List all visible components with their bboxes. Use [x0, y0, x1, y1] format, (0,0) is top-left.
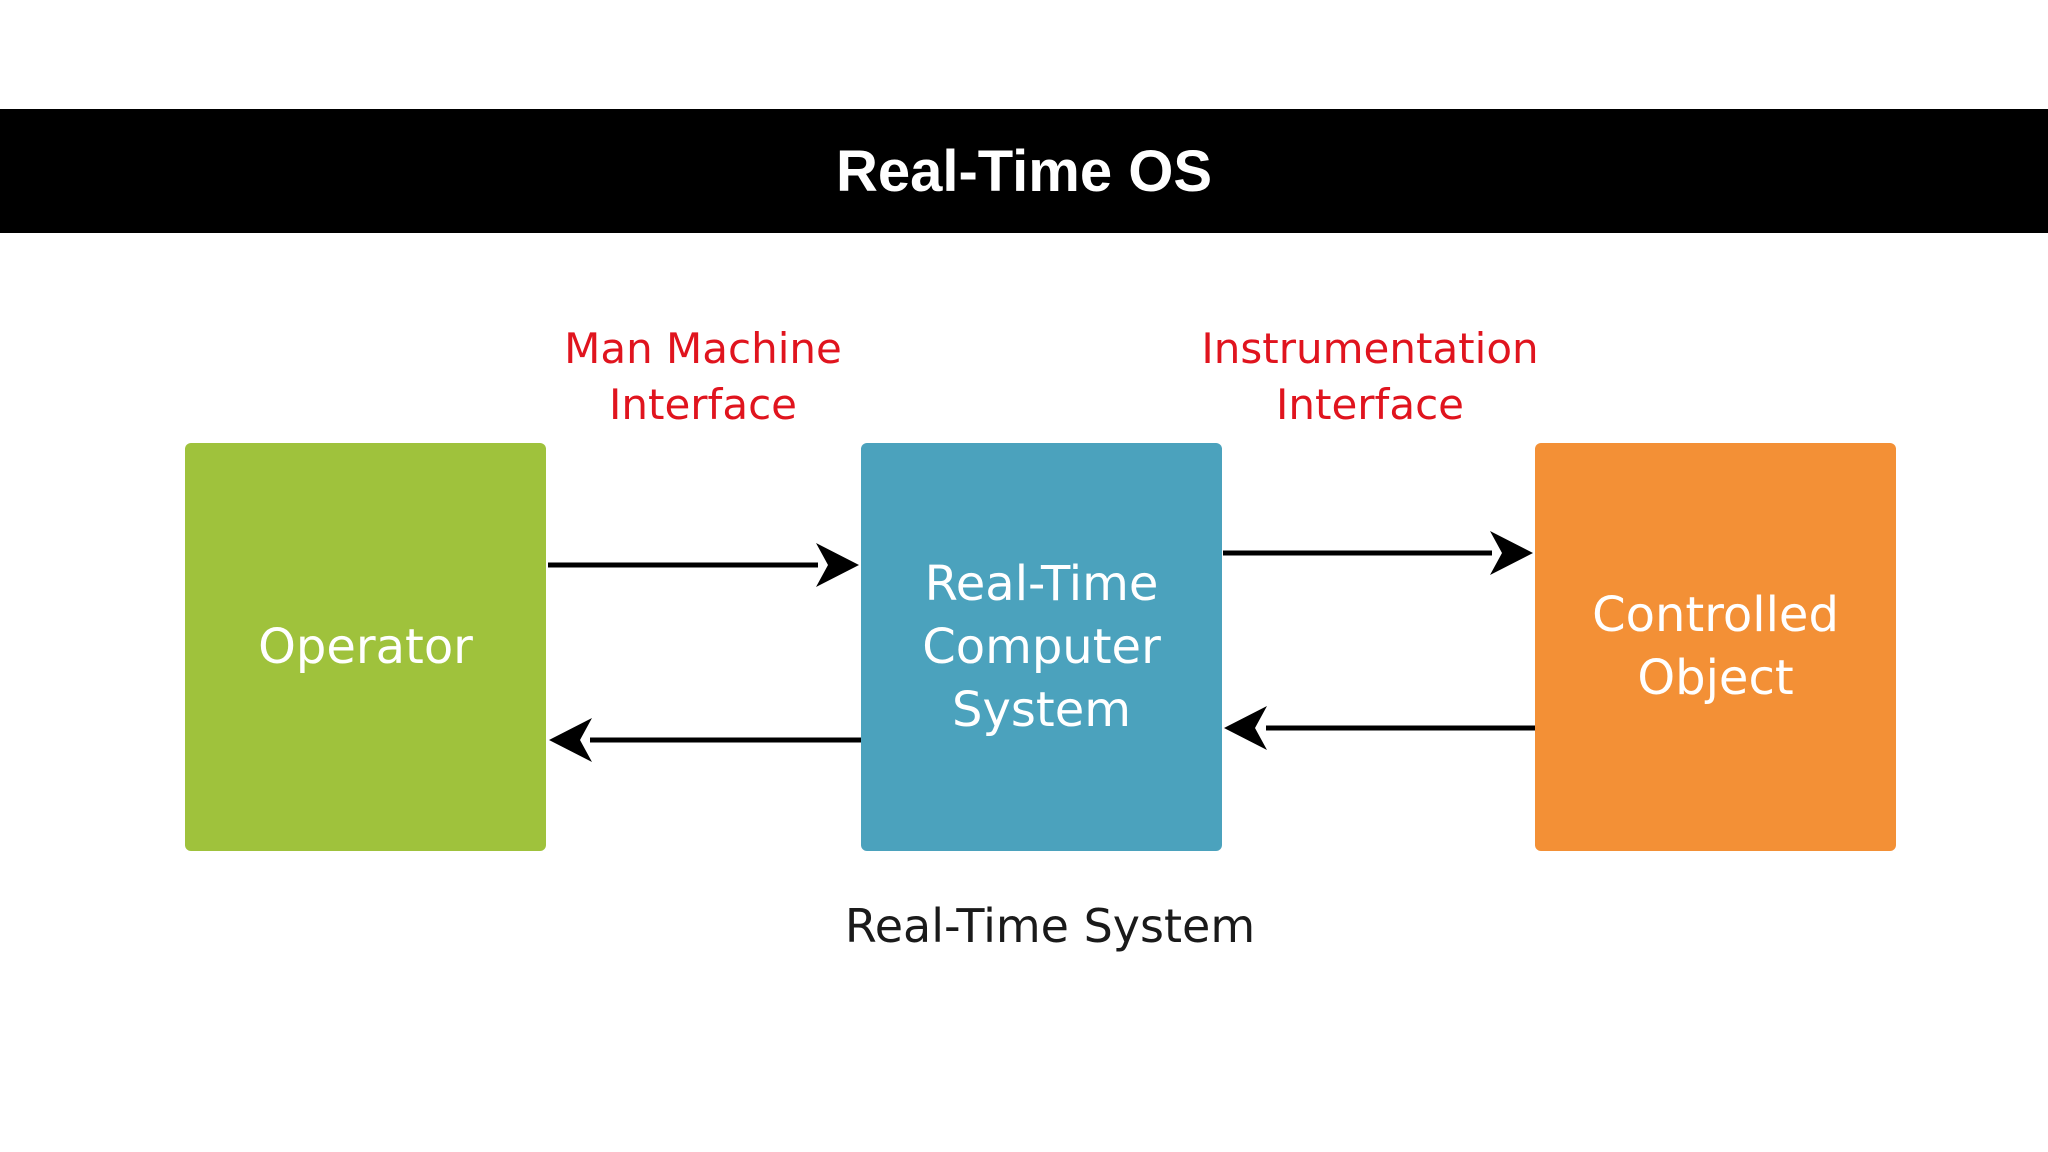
- real-time-computer-system-box: Real-Time Computer System: [861, 443, 1222, 851]
- diagram-caption: Real-Time System: [844, 899, 1256, 953]
- arrow-operator-to-rtcs: [548, 543, 859, 587]
- man-machine-interface-label: Man Machine Interface: [564, 324, 842, 429]
- arrow-rtcs-to-operator: [549, 718, 861, 762]
- controlled-object-box: Controlled Object: [1535, 443, 1896, 851]
- title-bar: Real-Time OS: [0, 109, 2048, 233]
- arrow-rtcs-to-controlled: [1223, 531, 1533, 575]
- arrow-controlled-to-rtcs: [1224, 706, 1535, 750]
- instrumentation-interface-label: Instrumentation Interface: [1201, 324, 1539, 429]
- operator-box: Operator: [185, 443, 546, 851]
- slide-title: Real-Time OS: [835, 138, 1213, 204]
